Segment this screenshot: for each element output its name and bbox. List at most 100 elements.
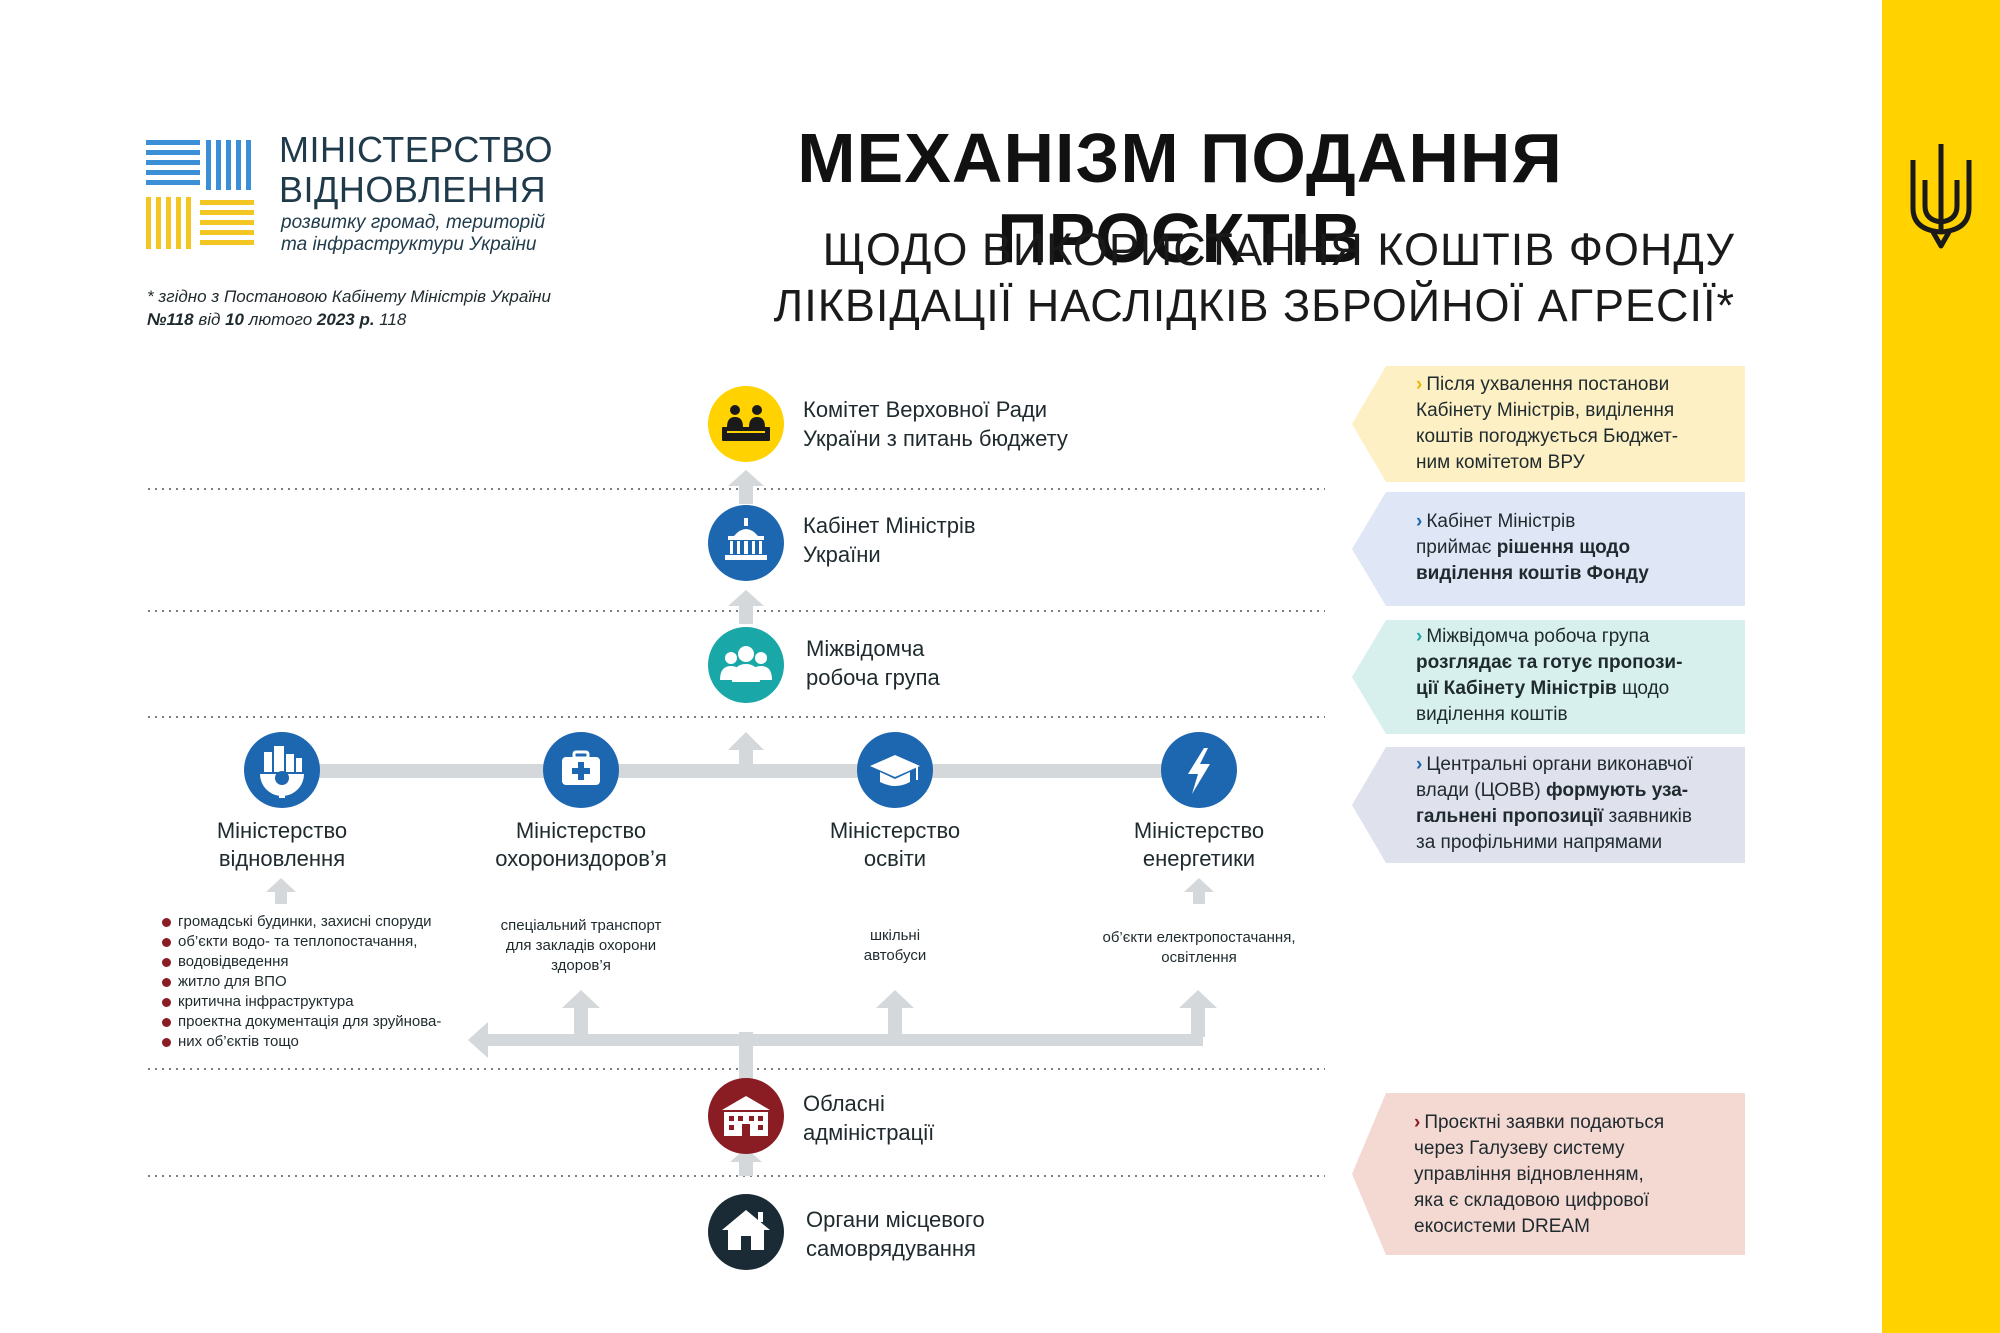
ministry-label-line1: Міністерство <box>829 818 961 843</box>
chevron-right-icon: › <box>1416 511 1423 532</box>
callout-bg-cabinet <box>1352 492 1745 606</box>
arrow-up <box>1179 990 1217 1008</box>
callout-bold: формують уза- <box>1546 780 1689 801</box>
list-item: критична інфраструктура <box>160 992 441 1012</box>
callout-bold: гальнені пропозиції <box>1416 806 1604 827</box>
arrow-left <box>468 1022 488 1058</box>
callout-line: екосистеми DREAM <box>1414 1216 1590 1237</box>
callout-line: Проєктні заявки подаються <box>1424 1112 1665 1133</box>
callout-applications: ›Проєктні заявки подаються через Галузев… <box>1414 1110 1664 1240</box>
subtitle-line2: ЛІКВІДАЦІЇ НАСЛІДКІВ ЗБРОЙНОЇ АГРЕСІЇ* <box>773 280 1735 331</box>
callout-bg-applications <box>1352 1093 1745 1255</box>
page-title: МЕХАНІЗМ ПОДАННЯ ПРОЄКТІВ <box>797 119 1563 277</box>
arrow-up <box>266 878 296 892</box>
people-at-table-icon <box>722 405 770 441</box>
oblast-label: Обласні адміністрації <box>803 1089 934 1147</box>
list-item-continuation: них об’єктів тощо <box>160 1032 441 1052</box>
distribution-bar <box>488 1034 1203 1046</box>
arrow-up <box>876 990 914 1008</box>
chevron-right-icon: › <box>1416 374 1423 395</box>
education-directions: шкільні автобуси <box>835 926 955 966</box>
ministry-label-line2: енергетики <box>1142 846 1256 871</box>
detail-line: шкільні <box>869 927 921 944</box>
chevron-right-icon: › <box>1416 754 1423 775</box>
callout-shapes <box>1352 366 1745 1255</box>
callout-bg-working-group <box>1352 620 1745 734</box>
logo-title-line1: МІНІСТЕРСТВО <box>279 129 554 170</box>
local-label: Органи місцевого самоврядування <box>806 1205 985 1263</box>
callout-line: за профільними напрямами <box>1416 832 1663 853</box>
callout-bold: рішення щодо <box>1496 537 1631 558</box>
note-text: від <box>193 310 226 329</box>
health-directions: спеціальний транспорт для закладів охоро… <box>471 916 691 976</box>
dotted-separators <box>148 488 1325 1177</box>
committee-circle <box>708 386 784 462</box>
cabinet-label-line1: Кабінет Міністрів <box>803 513 976 538</box>
list-item: проектна документація для зруйнова- <box>160 1012 441 1032</box>
working-group-label: Міжвідомча робоча група <box>806 634 940 692</box>
recovery-directions-list: громадські будинки, захисні споруди об’є… <box>160 912 441 1052</box>
callout-bold: ції Кабінету Міністрів <box>1416 678 1617 699</box>
callout-bold: виділення коштів Фонду <box>1416 563 1649 584</box>
note-number: №118 <box>147 310 194 329</box>
list-item: житло для ВПО <box>160 972 441 992</box>
detail-line: автобуси <box>863 947 927 964</box>
detail-line: для закладів охорони <box>505 937 657 954</box>
callout-line: щодо <box>1616 678 1670 699</box>
callout-line: Після ухвалення постанови <box>1426 374 1670 395</box>
callout-line: заявників <box>1603 806 1692 827</box>
callout-bold: розглядає та готує пропози- <box>1416 652 1683 673</box>
group-icon <box>720 646 772 682</box>
arrow-up <box>562 990 600 1008</box>
local-label-line2: самоврядування <box>806 1236 976 1261</box>
committee-label: Комітет Верховної Ради України з питань … <box>803 395 1068 453</box>
ministry-label-line2: відновлення <box>218 846 346 871</box>
logo-subtitle-line1: розвитку громад, територій <box>281 212 546 233</box>
detail-line: освітлення <box>1161 949 1237 966</box>
working-group-label-line2: робоча група <box>806 665 940 690</box>
energy-directions: об’єкти електропостачання, освітлення <box>1089 928 1309 968</box>
callout-line: виділення коштів <box>1416 704 1568 725</box>
ministry-label-line2: освіти <box>863 846 927 871</box>
ministry-recovery-label: Міністерство відновлення <box>152 817 412 873</box>
logo-subtitle-line2: та інфраструктури України <box>281 234 537 255</box>
logo-title-line2: ВІДНОВЛЕННЯ <box>279 169 547 210</box>
lightning-icon <box>1188 748 1210 794</box>
oblast-label-line2: адміністрації <box>803 1120 935 1145</box>
cabinet-label: Кабінет Міністрів України <box>803 511 976 569</box>
callout-line: Центральні органи виконавчої <box>1426 754 1693 775</box>
callout-line: Кабінет Міністрів <box>1426 511 1576 532</box>
callout-line: Міжвідомча робоча група <box>1426 626 1650 647</box>
callout-bg-committee <box>1352 366 1745 482</box>
ministry-education-label: Міністерство освіти <box>765 817 1025 873</box>
ministry-energy-label: Міністерство енергетики <box>1069 817 1329 873</box>
chevron-right-icon: › <box>1416 626 1423 647</box>
arrow-up <box>1184 878 1214 892</box>
detail-line: здоров’я <box>551 957 611 974</box>
callout-cabinet: ›Кабінет Міністрів приймає рішення щодо … <box>1416 509 1649 587</box>
local-label-line1: Органи місцевого <box>806 1207 985 1232</box>
callout-bg-central-bodies <box>1352 747 1745 863</box>
callout-line: влади (ЦОВВ) <box>1416 780 1546 801</box>
list-item: громадські будинки, захисні споруди <box>160 912 441 932</box>
graduation-cap-icon <box>870 755 920 786</box>
ministries-bar <box>282 764 1214 778</box>
page-subtitle: ЩОДО ВИКОРИСТАННЯ КОШТІВ ФОНДУ ЛІКВІДАЦІ… <box>740 222 1735 334</box>
arrow-up <box>728 732 764 750</box>
callout-central-bodies: ›Центральні органи виконавчої влади (ЦОВ… <box>1416 752 1693 856</box>
callout-line: управління відновленням, <box>1414 1164 1644 1185</box>
resolution-note-line1: * згідно з Постановою Кабінету Міністрів… <box>147 287 551 306</box>
callout-working-group: ›Міжвідомча робоча група розглядає та го… <box>1416 624 1682 728</box>
ministry-label-line2: охорониздоров’я <box>495 846 667 871</box>
detail-line: спеціальний транспорт <box>500 917 662 934</box>
government-building-icon <box>725 518 767 560</box>
note-text: 118 <box>374 310 407 329</box>
city-gear-icon <box>260 746 304 798</box>
flow-arrows <box>266 470 1217 1176</box>
ministry-label-line1: Міністерство <box>515 818 647 843</box>
arrow-up <box>728 590 764 606</box>
administration-building-icon <box>722 1096 770 1136</box>
ministry-label-line1: Міністерство <box>216 818 348 843</box>
ministry-label-line1: Міністерство <box>1133 818 1265 843</box>
ministry-health-label: Міністерство охорониздоров’я <box>451 817 711 873</box>
